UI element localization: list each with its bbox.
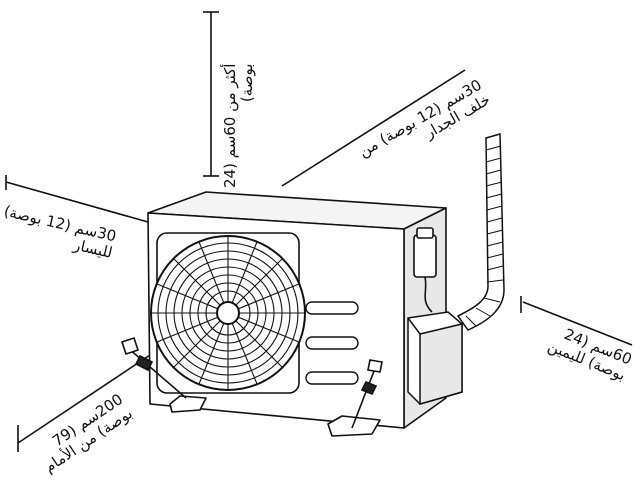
refrigerant-pipe-icon <box>456 133 505 331</box>
outdoor-unit-icon <box>147 191 447 437</box>
side-vents <box>305 301 359 385</box>
top-clearance-line1: أكثر من 60سم (24 <box>221 63 239 188</box>
left-clearance-line <box>5 181 149 223</box>
clearance-lines <box>5 11 633 452</box>
front-clearance-line <box>17 354 151 444</box>
valve-cover-icon <box>407 311 463 405</box>
top-clearance-label: أكثر من 60سم (24 بوصة) <box>221 63 256 188</box>
terminal-clip <box>416 227 434 239</box>
behind-clearance-line <box>281 69 466 187</box>
terminal-box <box>413 234 437 278</box>
wire <box>424 276 433 313</box>
top-clearance-line2: بوصة) <box>238 63 256 103</box>
fan-grille-icon <box>150 235 306 391</box>
right-foot <box>327 415 381 437</box>
mounting-bolt-icon <box>120 336 383 429</box>
left-foot <box>169 395 207 413</box>
right-clearance-line <box>522 301 633 346</box>
